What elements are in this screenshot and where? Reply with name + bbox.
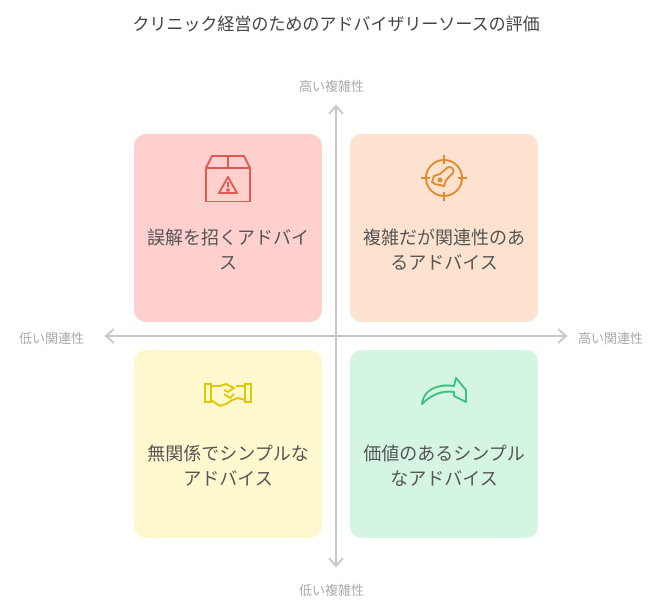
diagram-title: クリニック経営のためのアドバイザリーソースの評価 <box>132 15 540 35</box>
quadrant-label: 誤解を招くアドバイス <box>147 228 309 274</box>
box-warning-icon <box>205 155 251 202</box>
quadrant-label: 複雑だが関連性のあるアドバイス <box>363 228 525 274</box>
arrow-right-icon <box>557 328 568 344</box>
quadrant-valuable-simple: 価値のあるシンプルなアドバイス <box>350 350 538 538</box>
quadrant-complex-relevant: 複雑だが関連性のあるアドバイス <box>350 134 538 322</box>
handshake-icon <box>204 382 252 408</box>
axis-label-bottom: 低い複雑性 <box>299 584 365 599</box>
quadrant-misleading: 誤解を招くアドバイス <box>134 134 322 322</box>
arrow-up-icon <box>328 104 344 115</box>
arrow-curve-icon <box>421 377 467 405</box>
quadrant-irrelevant-simple: 無関係でシンプルなアドバイス <box>134 350 322 538</box>
axis-label-left: 低い関連性 <box>19 332 85 347</box>
axis-label-right: 高い関連性 <box>578 332 644 347</box>
arrow-left-icon <box>104 328 115 344</box>
quadrant-label: 無関係でシンプルなアドバイス <box>147 444 309 490</box>
arrow-down-icon <box>328 557 344 568</box>
target-key-icon <box>421 155 467 201</box>
quadrant-label: 価値のあるシンプルなアドバイス <box>363 444 525 490</box>
axis-label-top: 高い複雑性 <box>299 80 365 95</box>
